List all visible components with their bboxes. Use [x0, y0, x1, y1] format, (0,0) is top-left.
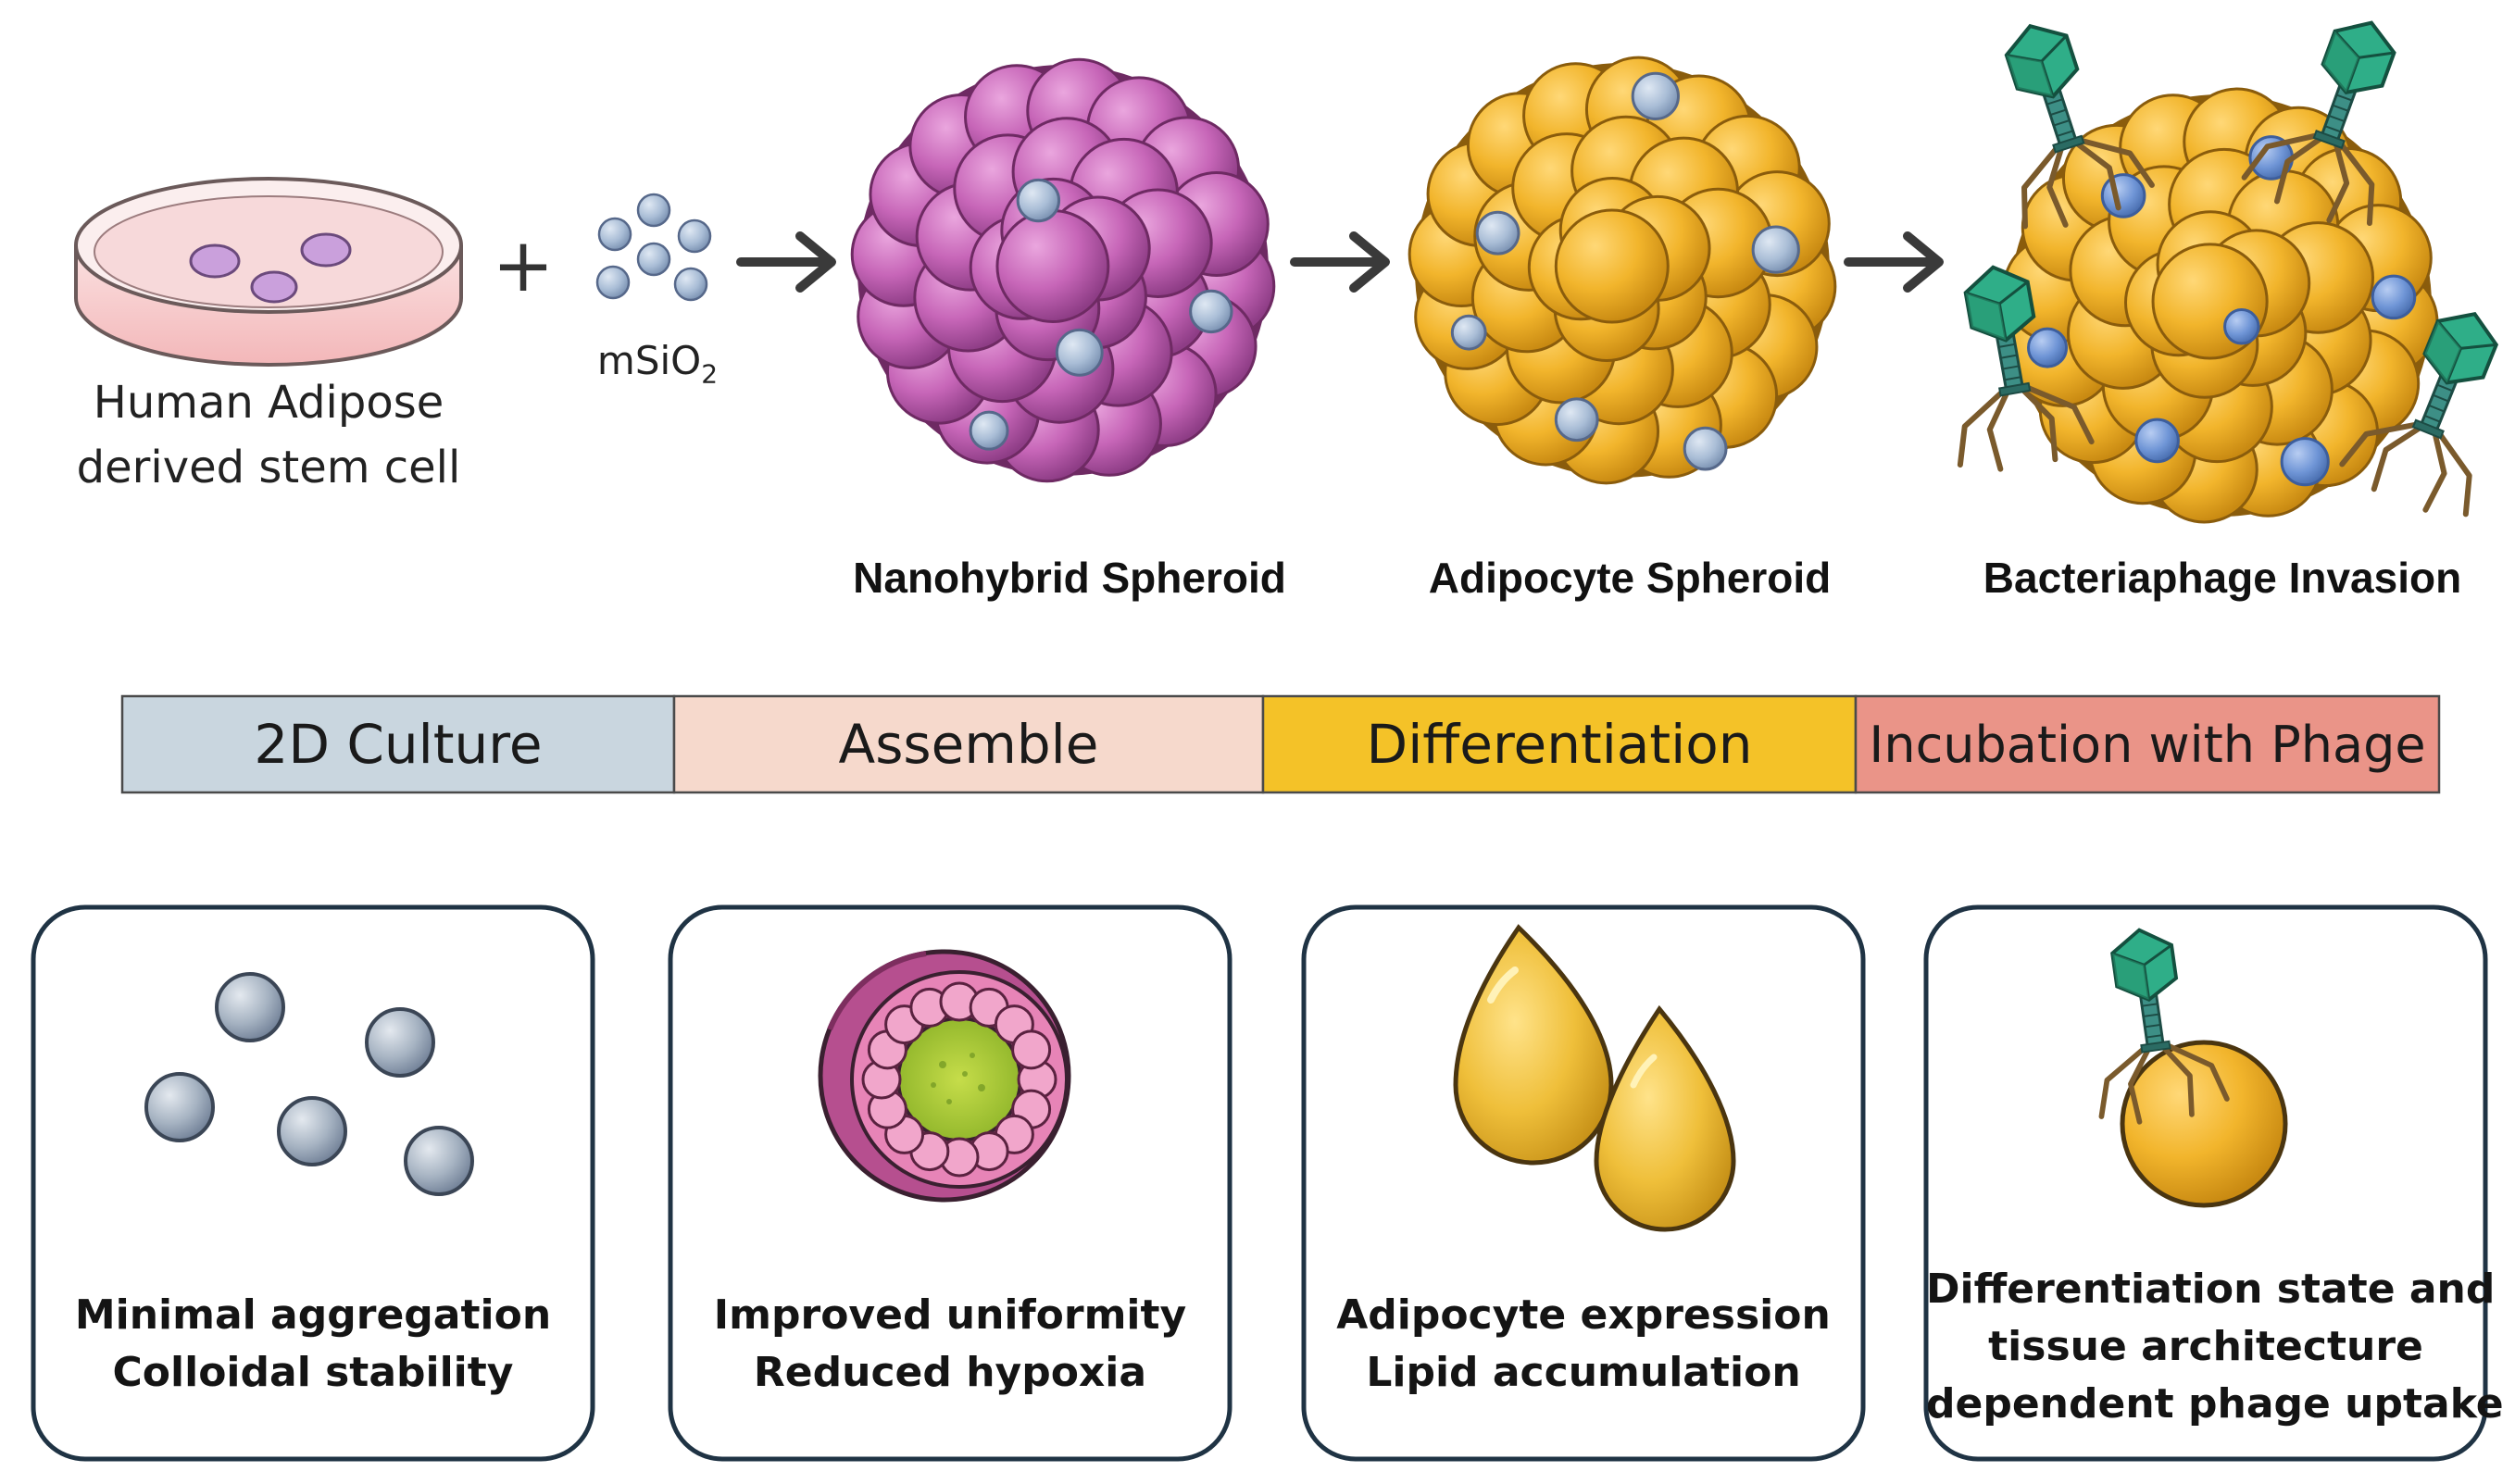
ring-cell [1011, 1029, 1052, 1070]
timeline-label-incubation: Incubation with Phage [1869, 715, 2426, 774]
bacteriophage-icon [2098, 928, 2230, 1125]
arrow-right-icon [1844, 231, 1944, 293]
embedded-particle [1475, 210, 1520, 256]
panel-text-colloidal: Minimal aggregation Colloidal stability [33, 1287, 593, 1402]
embedded-particle [1189, 289, 1233, 334]
stem-cell [300, 232, 352, 268]
embedded-particle [1554, 397, 1599, 443]
panel-text-line: Improved uniformity [713, 1291, 1187, 1339]
lipid-droplets-icon [1453, 924, 1736, 1232]
source-label-line1: Human Adipose [93, 377, 444, 429]
panel-text-line: Reduced hypoxia [753, 1349, 1147, 1396]
stem-cell [250, 270, 298, 304]
plus-sign: + [492, 222, 555, 308]
embedded-particle [1751, 225, 1800, 274]
nanohybrid-spheroid-icon [850, 57, 1276, 483]
arrow-right-icon [736, 231, 836, 293]
panel-text-line: Lipid accumulation [1366, 1349, 1801, 1396]
stage-label-adipocyte: Adipocyte Spheroid [1428, 554, 1832, 602]
embedded-particle [2371, 274, 2417, 320]
spheroid-cross-section-icon [818, 949, 1071, 1203]
timeline-segment-2d-culture [120, 694, 676, 794]
panel-adipocyte [1301, 904, 1866, 1462]
embedded-particle [1683, 426, 1728, 471]
adipocyte-spheroid-icon [1408, 56, 1837, 485]
source-label: Human Adipose derived stem cell [37, 370, 500, 500]
embedded-particle [2027, 327, 2069, 368]
stage-label-phage-invasion: Bacteriaphage Invasion [1983, 554, 2462, 602]
bacteriophage-icon [2241, 20, 2396, 226]
panel-text-line: Adipocyte expression [1336, 1291, 1831, 1339]
petri-dish-icon [74, 177, 463, 367]
embedded-particle [2134, 418, 2180, 464]
panel-text-line: Differentiation state and [1926, 1266, 2496, 1313]
bacteriophage-group [1957, 20, 2499, 518]
embedded-particle [2223, 308, 2260, 345]
bacteriophage-icon [2339, 311, 2499, 518]
panel-text-uniformity: Improved uniformity Reduced hypoxia [670, 1287, 1230, 1402]
panel-text-adipocyte: Adipocyte expression Lipid accumulation [1304, 1287, 1863, 1402]
bacteriophage-icon [1957, 265, 2095, 472]
phage-invaded-spheroid-icon [2002, 87, 2439, 524]
panel-colloidal [31, 904, 595, 1462]
timeline-label-2d-culture: 2D Culture [254, 713, 543, 776]
spheroid-cell [1554, 208, 1670, 324]
single-adipocyte-icon [2120, 1040, 2288, 1208]
embedded-particle [1450, 314, 1487, 351]
embedded-particle [1055, 328, 1104, 377]
msio2-label: mSiO2 [574, 338, 741, 389]
arrow-right-icon [1290, 231, 1390, 293]
spheroid-cell [995, 209, 1110, 323]
dispersed-nanoparticles-icon [144, 972, 474, 1196]
bacteriophage-icon [2098, 928, 2230, 1125]
stem-cell [189, 243, 241, 279]
panel-text-line: tissue architecture [1988, 1323, 2423, 1370]
panel-text-line: dependent phage uptake [1926, 1380, 2504, 1428]
panel-text-line: Minimal aggregation [74, 1291, 552, 1339]
timeline-label-assemble: Assemble [838, 713, 1099, 776]
timeline-segment-differentiation [1261, 694, 1858, 794]
stage-label-nanohybrid: Nanohybrid Spheroid [853, 554, 1286, 602]
panel-text-line: Colloidal stability [112, 1349, 514, 1396]
bacteriophage-icon [2004, 23, 2155, 230]
source-label-line2: derived stem cell [76, 442, 461, 493]
timeline-segment-incubation [1854, 694, 2441, 794]
embedded-particle [1016, 178, 1061, 223]
timeline-bar [120, 694, 2441, 794]
panel-text-phage-uptake: Differentiation state and tissue archite… [1926, 1261, 2504, 1433]
msio2-nanoparticles-icon [595, 193, 712, 302]
msio2-text: mSiO [596, 338, 702, 383]
embedded-particle [1631, 71, 1680, 120]
embedded-particle [969, 410, 1009, 451]
embedded-particle [2100, 173, 2146, 218]
timeline-label-differentiation: Differentiation [1366, 713, 1753, 776]
msio2-subscript: 2 [701, 358, 719, 390]
embedded-particle [2280, 437, 2330, 487]
